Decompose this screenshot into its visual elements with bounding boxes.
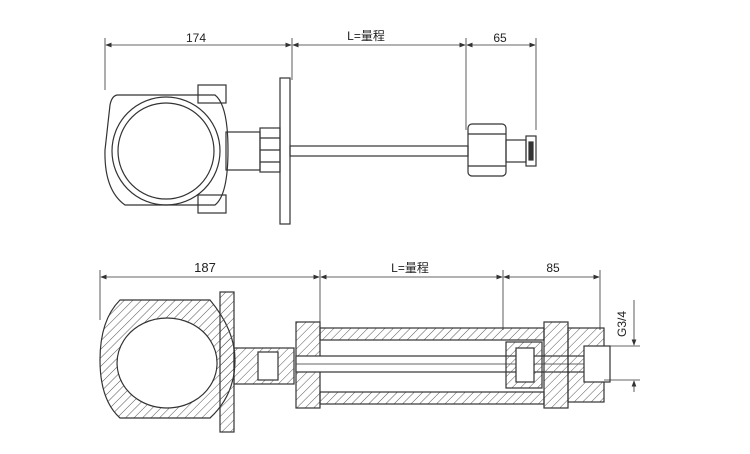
top-dim-174: 174: [186, 31, 206, 45]
right-end-fitting: [543, 321, 569, 409]
float: [467, 123, 507, 177]
guide-rod: [289, 145, 469, 157]
bottom-dim-range: L=量程: [391, 260, 429, 275]
bottom-dim-187: 187: [194, 260, 216, 275]
gauge-dial: [111, 96, 221, 206]
thread-size-label: G3/4: [615, 311, 629, 337]
housing-outline: [104, 94, 229, 206]
top-dim-range: L=量程: [347, 28, 385, 43]
housing-section: [99, 299, 236, 419]
outer-tube: [319, 327, 545, 341]
bottom-view: [99, 270, 640, 433]
top-dim-65: 65: [493, 31, 507, 45]
mounting-flange: [279, 77, 291, 225]
top-view: [104, 38, 537, 225]
bottom-dim-85: 85: [546, 261, 560, 275]
